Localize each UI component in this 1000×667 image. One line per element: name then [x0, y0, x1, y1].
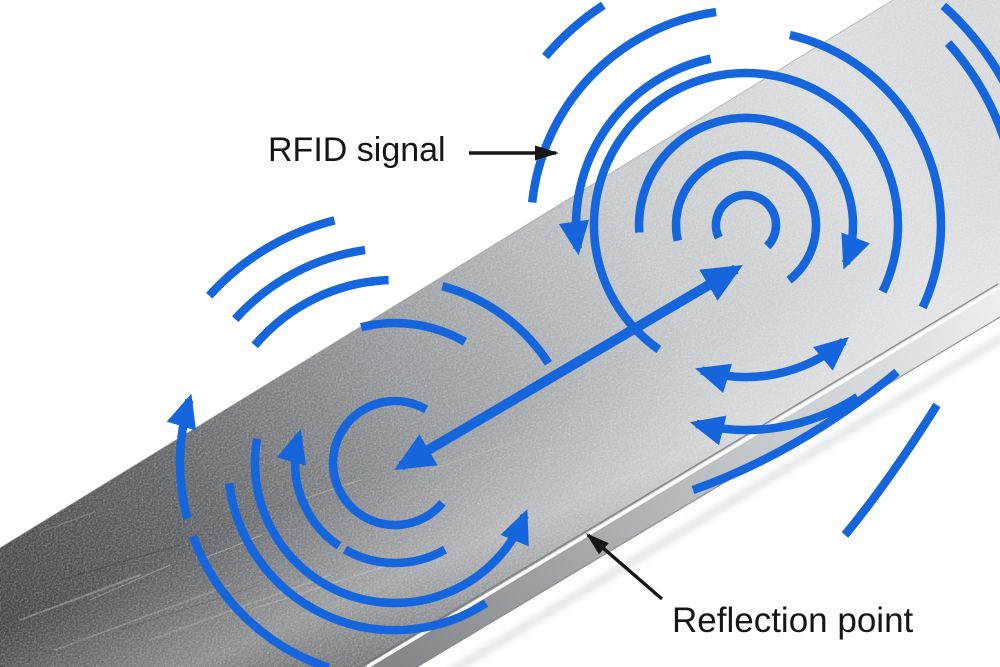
incident-wave-arcs: [527, 1, 1000, 446]
signal-path-double-arrow: [394, 264, 743, 471]
strip-shadow: [450, 334, 1000, 667]
wave-arc: [328, 396, 446, 530]
wave-arc: [671, 150, 821, 284]
side-bottom-edge: [416, 316, 1000, 667]
wave-arc: [589, 68, 903, 353]
rfid-signal-label: RFID signal: [268, 131, 446, 169]
wave-arc: [166, 393, 197, 520]
wave-arc: [944, 40, 1000, 141]
wave-arc: [940, 2, 1000, 84]
wave-arc: [691, 368, 900, 495]
reflection-point-pointer-arrow: [585, 533, 664, 601]
diffracted-wave-arcs: [691, 368, 941, 538]
wave-arc: [251, 275, 389, 349]
reflection-point-label: Reflection point: [672, 601, 914, 640]
wave-arc: [206, 216, 336, 299]
annotation-arrows: [469, 145, 664, 601]
wave-arc: [634, 113, 870, 270]
wave-arc: [232, 245, 366, 322]
wave-arc: [542, 1, 606, 60]
wave-arc: [527, 7, 717, 203]
bevel-dark-line: [364, 283, 999, 665]
wave-arc: [250, 437, 529, 608]
wave-arc: [342, 545, 448, 568]
bevel-highlight-line: [366, 285, 1000, 667]
wave-arc: [558, 54, 712, 256]
metal-scratches: [19, 439, 521, 651]
wave-arc: [711, 190, 781, 250]
wave-arc: [276, 428, 342, 550]
wave-arc: [189, 535, 330, 667]
wave-arc: [788, 30, 946, 310]
wave-arc: [841, 402, 941, 538]
wave-arc: [224, 482, 489, 635]
